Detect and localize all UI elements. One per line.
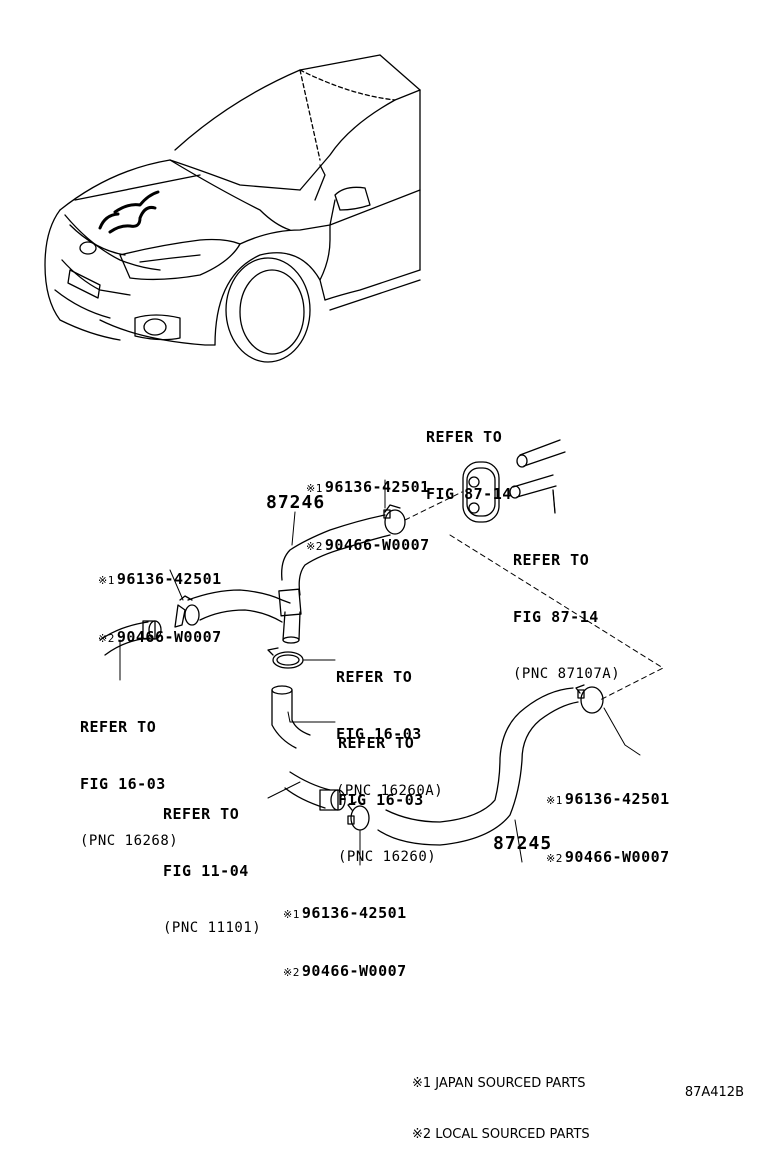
hose-clamp-icon (384, 505, 405, 534)
part-number: 96136-42501 (564, 790, 670, 808)
mark-2: ※2 (546, 852, 563, 865)
mark-1: ※1 (306, 482, 323, 495)
refer-line1: REFER TO (80, 718, 157, 736)
refer-fig-16-03-pnc-16260: REFER TO FIG 16-03 (PNC 16260) (338, 696, 436, 886)
pipe-icon (510, 440, 565, 513)
legend-japan: ※1 JAPAN SOURCED PARTS (412, 1076, 586, 1091)
refer-line1: REFER TO (163, 805, 240, 823)
refer-pnc: (PNC 16268) (80, 833, 179, 849)
refer-line2: FIG 16-03 (336, 725, 422, 743)
hose-number-87245: 87245 (493, 833, 553, 854)
car-outline-icon (45, 55, 420, 362)
figure-code: 87A412B (684, 1085, 744, 1100)
refer-line1: REFER TO (338, 734, 415, 752)
legend: ※1 JAPAN SOURCED PARTS ※2 LOCAL SOURCED … (412, 1041, 590, 1160)
part-number: 96136-42501 (116, 570, 222, 588)
refer-line1: REFER TO (336, 668, 413, 686)
mark-2: ※2 (306, 540, 323, 553)
hose-clamp-icon (268, 648, 303, 668)
refer-fig-87-14-right: REFER TO FIG 87-14 (PNC 87107A) (513, 513, 620, 703)
mark-1: ※1 (546, 794, 563, 807)
pipe-icon (272, 686, 310, 748)
refer-fig-87-14-top: REFER TO FIG 87-14 (426, 390, 512, 523)
refer-pnc: (PNC 87107A) (513, 666, 621, 682)
refer-fig-16-03-pnc-16268: REFER TO FIG 16-03 (PNC 16268) (80, 680, 178, 870)
hose-87245 (378, 688, 578, 845)
part-number: 90466-W0007 (301, 962, 407, 980)
grommet-icon (463, 462, 499, 522)
hose-number-87246: 87246 (266, 492, 326, 513)
mark-1: ※1 (98, 574, 115, 587)
pipe-icon (100, 621, 161, 655)
parts-diagram (0, 0, 760, 1112)
refer-pnc: (PNC 16260A) (336, 783, 444, 799)
hose-87246 (188, 515, 390, 643)
legend-local: ※2 LOCAL SOURCED PARTS (412, 1127, 590, 1142)
part-number: 90466-W0007 (564, 848, 670, 866)
leader-lines (120, 480, 640, 865)
refer-line2: FIG 16-03 (338, 791, 424, 809)
hose-clamp-icon (576, 685, 603, 713)
hose-clamp-icon (175, 596, 199, 627)
part-number: 90466-W0007 (324, 536, 430, 554)
part-number: 96136-42501 (324, 478, 430, 496)
refer-fig-16-03-pnc-16260a: REFER TO FIG 16-03 (PNC 16260A) (336, 630, 443, 820)
refer-line1: REFER TO (513, 551, 590, 569)
part-number: 96136-42501 (301, 904, 407, 922)
refer-line2: FIG 16-03 (80, 775, 166, 793)
refer-fig-11-04: REFER TO FIG 11-04 (PNC 11101) (163, 767, 261, 957)
mark-1: ※1 (283, 908, 300, 921)
dashed-connection-lines (405, 492, 663, 700)
refer-line2: FIG 11-04 (163, 862, 249, 880)
mark-2: ※2 (98, 632, 115, 645)
mark-2: ※2 (283, 966, 300, 979)
refer-line2: FIG 87-14 (426, 485, 512, 503)
refer-pnc: (PNC 16260) (338, 849, 437, 865)
refer-line2: FIG 87-14 (513, 608, 599, 626)
refer-line1: REFER TO (426, 428, 503, 446)
part-number: 90466-W0007 (116, 628, 222, 646)
pipe-icon (285, 772, 345, 810)
refer-pnc: (PNC 11101) (163, 920, 262, 936)
